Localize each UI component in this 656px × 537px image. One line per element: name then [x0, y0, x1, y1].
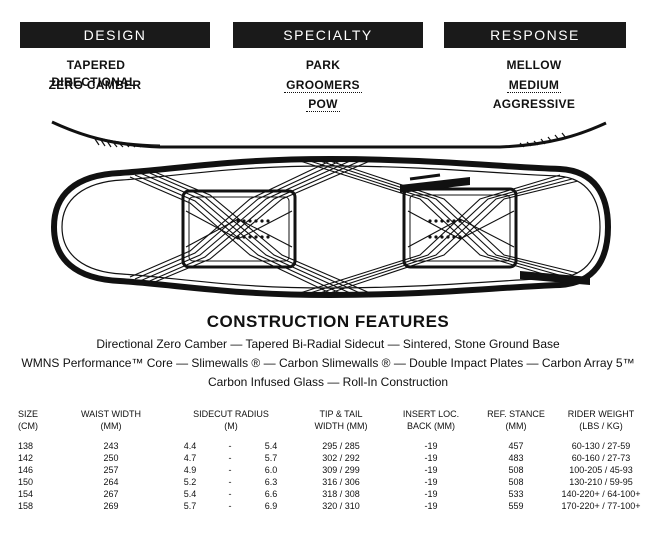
cell-stance: 508 [508, 477, 524, 487]
cell-sidecut-max: 6.0 [264, 465, 278, 475]
response-item: MELLOW [506, 58, 562, 72]
construction-line: WMNS Performance™ Core — Slimewalls ® — … [21, 356, 635, 370]
cell-insert: -19 [424, 453, 438, 463]
specialty-item: POW [306, 97, 340, 112]
table-row: 154 267 5.4 - 6.6 318 / 308 -19 533 140-… [18, 488, 646, 500]
table-row: 150 264 5.2 - 6.3 316 / 306 -19 508 130-… [18, 476, 646, 488]
response-item: MEDIUM [506, 77, 562, 93]
cell-rider: 170-220+ / 77-100+ [561, 501, 641, 511]
cell-sidecut-min: 4.9 [183, 465, 197, 475]
col-header-size: SIZE(CM) [18, 409, 39, 431]
cell-sidecut-sep: - [228, 465, 232, 475]
design-item: ZERO CAMBER [48, 77, 142, 92]
cell-sidecut-max: 5.4 [264, 441, 278, 451]
cell-waist: 250 [103, 453, 119, 463]
specialty-item: GROOMERS [284, 77, 362, 93]
cell-waist: 264 [103, 477, 119, 487]
cell-insert: -19 [424, 501, 438, 511]
col-header-waist: WAIST WIDTH(MM) [81, 409, 141, 431]
cell-rider: 60-160 / 27-73 [571, 453, 631, 463]
table-row: 138 243 4.4 - 5.4 295 / 285 -19 457 60-1… [18, 440, 646, 452]
cell-tiptail: 295 / 285 [322, 441, 360, 451]
cell-tiptail: 318 / 308 [322, 489, 360, 499]
cell-sidecut-sep: - [228, 489, 232, 499]
cell-waist: 257 [103, 465, 119, 475]
specialty-list: PARK GROOMERS POW [253, 57, 393, 116]
cell-sidecut-min: 5.2 [183, 477, 197, 487]
response-header: RESPONSE [444, 22, 626, 48]
col-header-insert: INSERT LOC.BACK (MM) [402, 409, 460, 431]
cell-tiptail: 309 / 299 [322, 465, 360, 475]
cell-rider: 130-210 / 59-95 [569, 477, 633, 487]
cell-sidecut-sep: - [228, 477, 232, 487]
cell-tiptail: 302 / 292 [322, 453, 360, 463]
cell-size: 150 [18, 477, 34, 487]
cell-size: 158 [18, 501, 34, 511]
cell-tiptail: 316 / 306 [322, 477, 360, 487]
col-header-sidecut: SIDECUT RADIUS(M) [193, 409, 269, 431]
cell-size: 142 [18, 453, 34, 463]
cell-sidecut-max: 6.9 [264, 501, 278, 511]
specialty-header: SPECIALTY [233, 22, 423, 48]
cell-rider: 100-205 / 45-93 [569, 465, 633, 475]
cell-waist: 243 [103, 441, 119, 451]
specs-header-row: SIZE(CM) WAIST WIDTH(MM) SIDECUT RADIUS(… [18, 408, 646, 440]
board-top-illustration [50, 155, 612, 299]
cell-sidecut-max: 6.6 [264, 489, 278, 499]
cell-tiptail: 320 / 310 [322, 501, 360, 511]
cell-size: 138 [18, 441, 34, 451]
cell-sidecut-max: 6.3 [264, 477, 278, 487]
cell-sidecut-sep: - [228, 453, 232, 463]
cell-rider: 140-220+ / 64-100+ [561, 489, 641, 499]
specialty-header-label: SPECIALTY [283, 27, 373, 43]
table-row: 158 269 5.7 - 6.9 320 / 310 -19 559 170-… [18, 500, 646, 512]
cell-waist: 267 [103, 489, 119, 499]
cell-sidecut-sep: - [228, 441, 232, 451]
response-list: MELLOW MEDIUM AGGRESSIVE [464, 57, 604, 116]
response-item: AGGRESSIVE [492, 97, 576, 111]
design-item: TAPERED DIRECTIONAL [51, 58, 137, 89]
col-header-stance: REF. STANCE(MM) [487, 409, 545, 431]
cell-size: 154 [18, 489, 34, 499]
board-outline [50, 155, 612, 299]
cell-rider: 60-130 / 27-59 [571, 441, 631, 451]
cell-insert: -19 [424, 441, 438, 451]
cell-insert: -19 [424, 489, 438, 499]
cell-stance: 559 [508, 501, 524, 511]
response-header-label: RESPONSE [490, 27, 580, 43]
board-profile-illustration [51, 120, 607, 149]
design-list: TAPERED DIRECTIONAL ZERO CAMBER [20, 57, 170, 96]
design-header: DESIGN [20, 22, 210, 48]
cell-stance: 483 [508, 453, 524, 463]
specs-table: SIZE(CM) WAIST WIDTH(MM) SIDECUT RADIUS(… [18, 408, 646, 512]
cell-sidecut-min: 4.4 [183, 441, 197, 451]
cell-stance: 508 [508, 465, 524, 475]
construction-line: Carbon Infused Glass — Roll-In Construct… [207, 375, 449, 389]
table-row: 142 250 4.7 - 5.7 302 / 292 -19 483 60-1… [18, 452, 646, 464]
cell-sidecut-min: 4.7 [183, 453, 197, 463]
table-row: 146 257 4.9 - 6.0 309 / 299 -19 508 100-… [18, 464, 646, 476]
col-header-rider: RIDER WEIGHT(LBS / KG) [567, 409, 635, 431]
specialty-item: PARK [305, 58, 341, 72]
cell-stance: 457 [508, 441, 524, 451]
construction-line: Directional Zero Camber — Tapered Bi-Rad… [96, 337, 560, 351]
cell-insert: -19 [424, 477, 438, 487]
design-header-label: DESIGN [83, 27, 147, 43]
cell-size: 146 [18, 465, 34, 475]
construction-title: CONSTRUCTION FEATURES [206, 312, 450, 331]
cell-waist: 269 [103, 501, 119, 511]
cell-sidecut-min: 5.4 [183, 489, 197, 499]
cell-insert: -19 [424, 465, 438, 475]
cell-stance: 533 [508, 489, 524, 499]
cell-sidecut-sep: - [228, 501, 232, 511]
cell-sidecut-max: 5.7 [264, 453, 278, 463]
cell-sidecut-min: 5.7 [183, 501, 197, 511]
